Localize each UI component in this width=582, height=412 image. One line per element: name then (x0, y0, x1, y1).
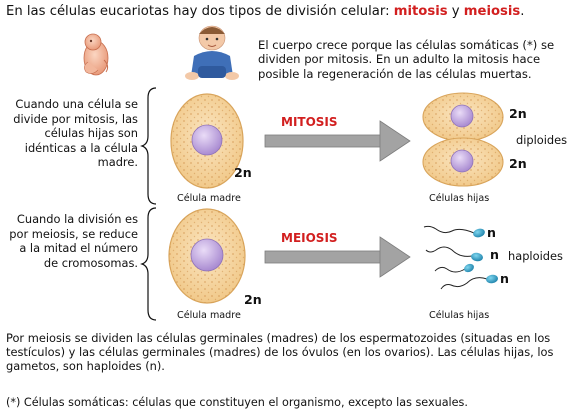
mitosis-arrow (264, 120, 411, 162)
meiosis-arrow (264, 236, 411, 278)
mitosis-daughter-cell-1 (422, 92, 504, 142)
mitosis-label: MITOSIS (281, 115, 338, 129)
baby-icon (183, 25, 241, 82)
mitosis-daughters-caption: Células hijas (429, 193, 490, 204)
page-title: En las células eucariotas hay dos tipos … (6, 4, 524, 19)
meiosis-explanation: Por meiosis se dividen las células germi… (6, 331, 554, 374)
mitosis-mother-cell (170, 93, 244, 189)
title-suffix: . (520, 4, 525, 19)
mitosis-daughter-ploidy-2: 2n (509, 156, 527, 171)
meiosis-brace (140, 207, 157, 321)
title-prefix: En las células eucariotas hay dos tipos … (6, 4, 394, 19)
mitosis-brace (140, 87, 157, 205)
meiosis-mother-cell (168, 208, 246, 304)
title-mitosis: mitosis (393, 4, 448, 19)
meiosis-mother-caption: Célula madre (177, 310, 241, 321)
sperm-gamete-2 (425, 246, 483, 262)
sperm-gamete-4 (434, 263, 474, 273)
mitosis-daughter-ploidy-1: 2n (509, 106, 527, 121)
sperm-gamete-1 (423, 225, 485, 238)
intro-text: El cuerpo crece porque las células somát… (258, 38, 555, 81)
mitosis-mother-caption: Célula madre (177, 193, 241, 204)
footnote: (*) Células somáticas: células que const… (6, 396, 468, 409)
title-meiosis: meiosis (463, 4, 521, 19)
mitosis-description: Cuando una célula se divide por mitosis,… (13, 97, 138, 170)
meiosis-label: MEIOSIS (281, 231, 338, 245)
title-connector: y (447, 4, 464, 19)
sperm-gamete-3 (440, 274, 498, 290)
meiosis-ploidy-term: haploides (508, 249, 563, 263)
embryo-icon (83, 33, 109, 76)
meiosis-description: Cuando la división es por meiosis, se re… (9, 212, 138, 270)
meiosis-mother-ploidy: 2n (244, 292, 262, 307)
gamete-ploidy-3: n (500, 271, 509, 286)
gamete-ploidy-1: n (487, 225, 496, 240)
gamete-ploidy-2: n (490, 247, 499, 262)
mitosis-ploidy-term: diploides (516, 133, 568, 147)
mitosis-mother-ploidy: 2n (234, 165, 252, 180)
mitosis-daughter-cell-2 (422, 137, 504, 187)
meiosis-daughters-caption: Células hijas (429, 310, 490, 321)
